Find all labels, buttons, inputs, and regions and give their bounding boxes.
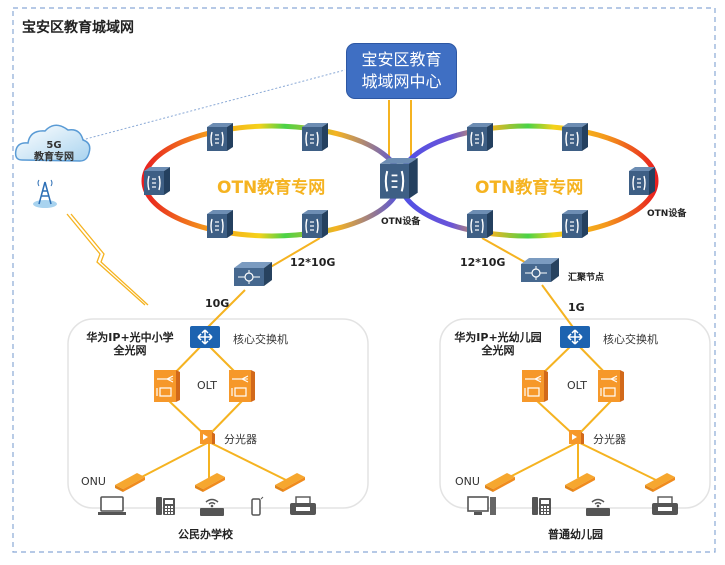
5g-cloud-icon [14, 124, 91, 162]
phone-icon [156, 497, 175, 515]
otn-node-left-west[interactable] [143, 166, 171, 196]
right-school-title-line2: 全光网 [481, 344, 515, 357]
aggregation-switch-left[interactable] [233, 261, 273, 287]
link-splitter-onu-left-3 [208, 441, 291, 483]
link-splitter-onu-left-1 [131, 441, 210, 483]
left-school-title-line1: 华为IP+光中小学 [86, 331, 174, 344]
otn-node-right-top-2[interactable] [561, 122, 589, 152]
cloud-label-line1: 5G [46, 140, 62, 151]
otn-node-left-top-1[interactable] [206, 122, 234, 152]
link-olt-to-splitter-left-b [206, 399, 244, 438]
otn-node-right-bottom-1[interactable] [466, 209, 494, 239]
aggregation-label: 汇聚节点 [568, 273, 605, 283]
bandwidth-right-ring: 12*10G [460, 256, 506, 269]
olt-left-b[interactable] [228, 369, 256, 403]
olt-left-a[interactable] [153, 369, 181, 403]
cloud-label-line2: 教育专网 [34, 152, 74, 163]
shared-node-label: OTN设备 [381, 217, 421, 227]
bandwidth-left-school: 10G [205, 297, 230, 310]
center-line-1: 宝安区教育 [361, 50, 442, 69]
cloud-to-center-link [81, 69, 346, 141]
left-splitter-label: 分光器 [224, 433, 257, 446]
left-school-footer: 公民办学校 [178, 528, 233, 541]
laptop-icon [97, 496, 127, 516]
otn-node-shared[interactable] [378, 156, 419, 200]
olt-right-a[interactable] [521, 369, 549, 403]
right-ring-label: OTN教育专网 [475, 178, 584, 198]
wireless-link-b [70, 213, 149, 306]
school-zone-right [439, 318, 711, 509]
bandwidth-right-kinder: 1G [568, 301, 585, 314]
link-olt-to-splitter-right-b [575, 399, 613, 438]
otn-node-left-bottom-1[interactable] [206, 209, 234, 239]
cloud-label: 5G 教育专网 [28, 140, 80, 164]
left-core-switch-label: 核心交换机 [233, 333, 288, 346]
right-school-title: 华为IP+光幼儿园 全光网 [450, 331, 546, 357]
left-school-title: 华为IP+光中小学 全光网 [82, 331, 178, 357]
core-switch-right[interactable] [559, 325, 591, 349]
metro-center-node[interactable]: 宝安区教育 城域网中心 [346, 43, 457, 99]
center-line-2: 城域网中心 [361, 72, 442, 91]
outer-border [12, 7, 716, 553]
otn-node-right-top-1[interactable] [466, 122, 494, 152]
otn-node-left-top-2[interactable] [301, 122, 329, 152]
link-splitter-onu-right-1 [499, 441, 579, 483]
aggregation-switch-right[interactable] [520, 257, 560, 283]
left-ring-label: OTN教育专网 [217, 178, 326, 198]
page-title: 宝安区教育城域网 [22, 20, 134, 36]
link-agg-to-core-right [541, 284, 576, 331]
right-splitter-label: 分光器 [593, 433, 626, 446]
cell-tower-icon [33, 179, 57, 208]
right-node-label: OTN设备 [647, 209, 687, 219]
otn-node-right-bottom-2[interactable] [561, 209, 589, 239]
right-olt-label: OLT [567, 379, 587, 392]
right-core-switch-label: 核心交换机 [603, 333, 658, 346]
left-onu-label: ONU [81, 475, 106, 488]
desktop-icon [467, 496, 497, 516]
right-school-footer: 普通幼儿园 [548, 528, 603, 541]
phone-icon [532, 497, 551, 515]
link-agg-to-core-left [204, 289, 246, 331]
olt-right-b[interactable] [597, 369, 625, 403]
otn-node-right-east[interactable] [628, 166, 656, 196]
link-splitter-onu-right-3 [577, 441, 661, 483]
right-school-title-line1: 华为IP+光幼儿园 [454, 331, 542, 344]
wireless-link-a [66, 213, 146, 306]
link-ring-to-agg-right [481, 237, 531, 266]
bandwidth-left-ring: 12*10G [290, 256, 336, 269]
otn-node-left-bottom-2[interactable] [301, 209, 329, 239]
left-olt-label: OLT [197, 379, 217, 392]
left-school-title-line2: 全光网 [113, 344, 147, 357]
right-onu-label: ONU [455, 475, 480, 488]
core-switch-left[interactable] [189, 325, 221, 349]
